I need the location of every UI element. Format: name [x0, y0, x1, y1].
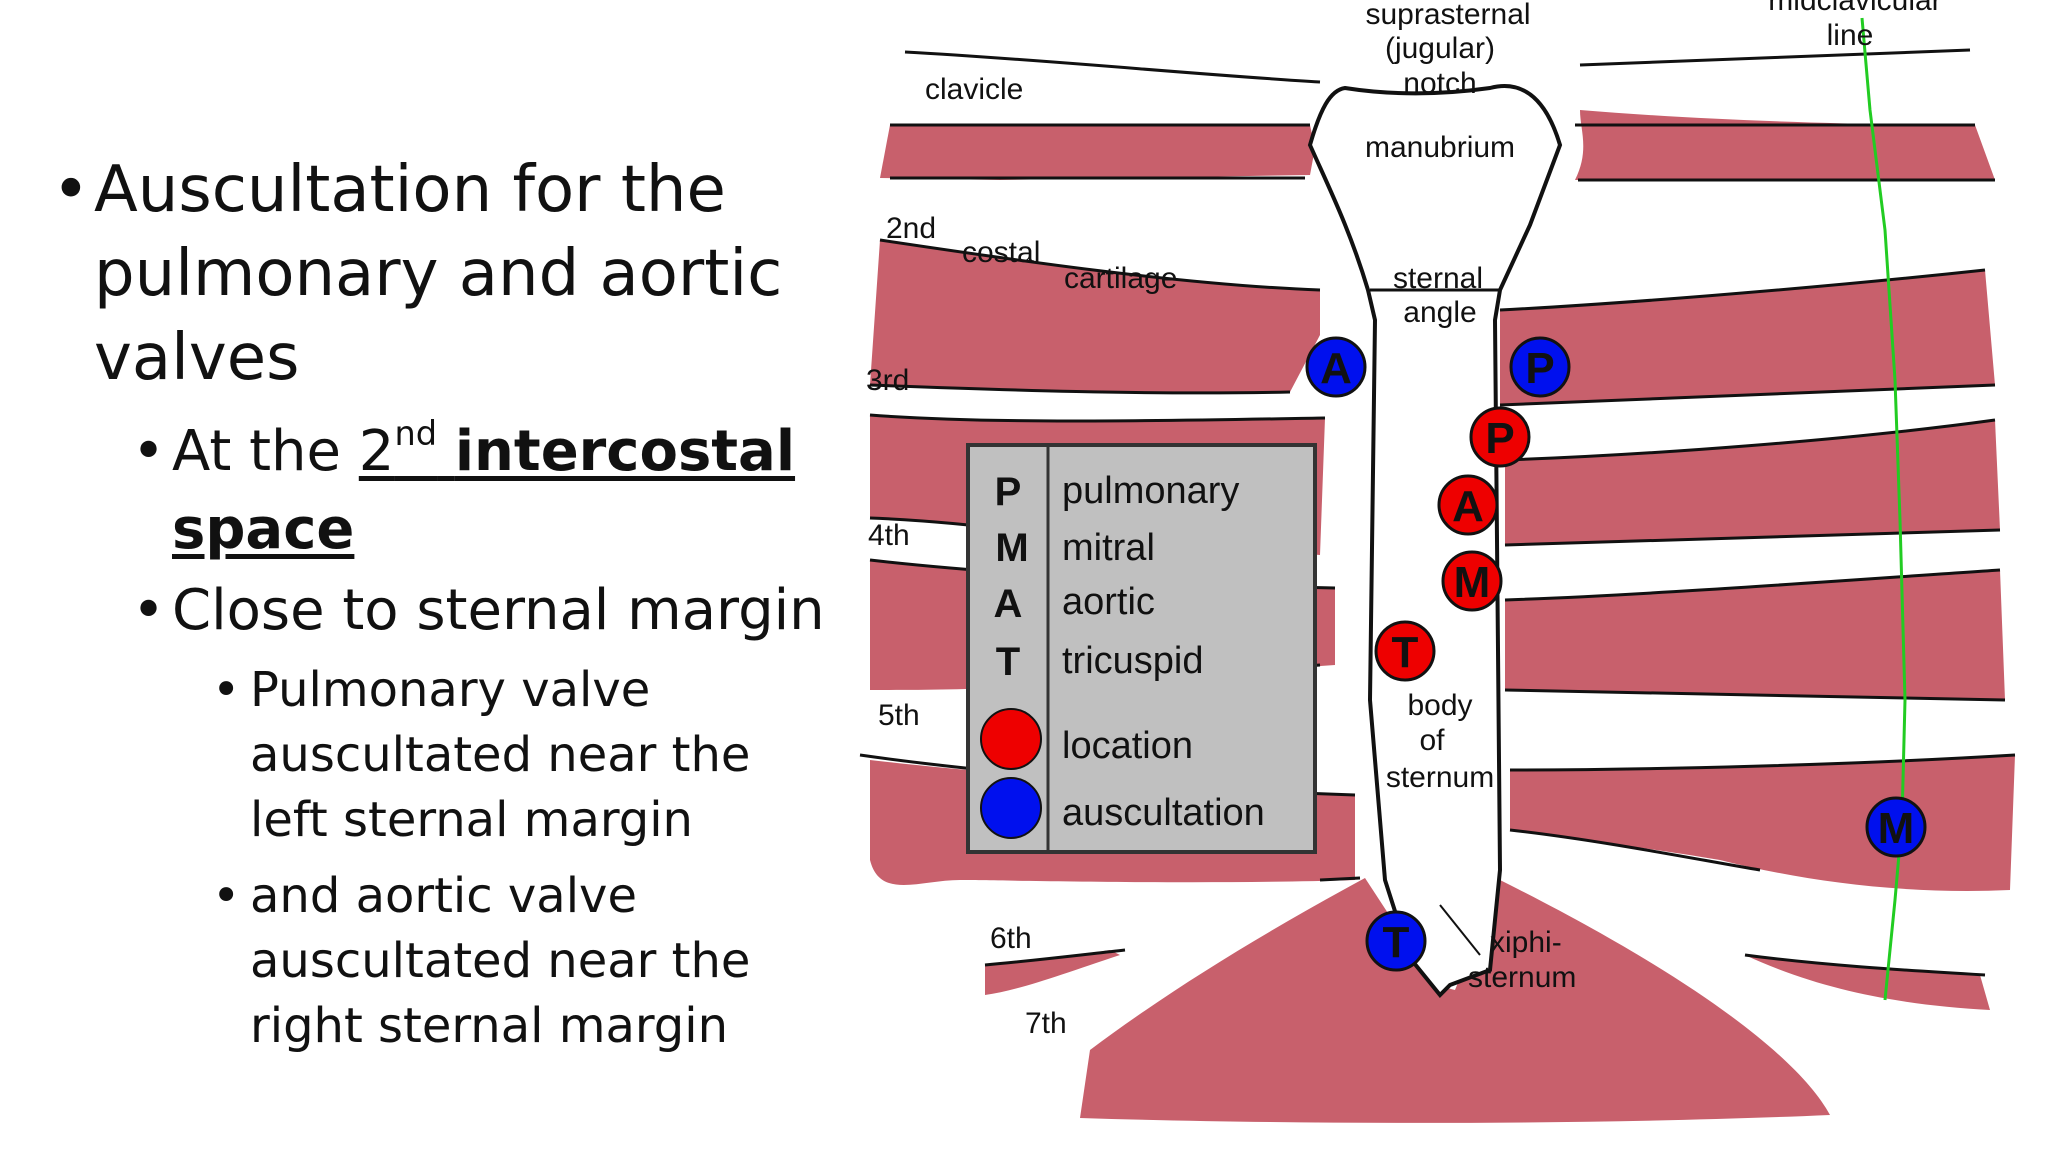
- label-rib-4: 4th: [868, 519, 910, 552]
- svg-text:A: A: [1320, 344, 1352, 393]
- main-bullet-line3: valves: [94, 321, 300, 395]
- legend-swatch-auscultation: [980, 777, 1042, 839]
- auscultation-marker-aortic: A: [1305, 336, 1367, 398]
- label-costal-3: cartilage: [1064, 262, 1177, 295]
- anatomy-labels: suprasternal (jugular) notch midclavicul…: [866, 0, 1942, 1040]
- svg-text:M: M: [1454, 558, 1491, 607]
- sub-bullet-sternal-margin: Close to sternal margin: [172, 578, 825, 643]
- location-marker-mitral: M: [1441, 550, 1503, 612]
- label-manubrium: manubrium: [1365, 131, 1515, 164]
- svg-text:P: P: [1525, 344, 1554, 393]
- right-rib-1: [1575, 110, 1995, 180]
- left-rib-2: [870, 240, 1320, 393]
- sub3-line3: left sternal margin: [250, 792, 693, 848]
- location-marker-pulmonary: P: [1469, 406, 1531, 468]
- label-body-2: of: [1419, 724, 1445, 757]
- bullet-dot: •: [212, 868, 241, 924]
- right-rib-6: [1745, 955, 1990, 1010]
- label-suprasternal-1: suprasternal: [1365, 0, 1530, 31]
- svg-text:A: A: [1452, 482, 1484, 531]
- legend-name-pulmonary: pulmonary: [1062, 470, 1239, 512]
- label-xiphi-2: sternum: [1468, 961, 1576, 994]
- location-marker-tricuspid: T: [1374, 620, 1436, 682]
- bullet-dot: •: [212, 662, 241, 718]
- right-rib-2: [1500, 270, 1995, 405]
- right-rib-3: [1505, 420, 2000, 545]
- legend-key-a: A: [994, 582, 1023, 626]
- svg-text:M: M: [1878, 804, 1915, 853]
- right-rib-4: [1505, 570, 2005, 700]
- svg-text:T: T: [1383, 918, 1410, 967]
- bullet-list: • Auscultation for the pulmonary and aor…: [0, 0, 830, 1152]
- right-rib-5: [1510, 755, 2015, 891]
- sub1-prefix: At the: [172, 419, 359, 484]
- location-markers: P A M T: [1374, 406, 1531, 682]
- legend-label-location: location: [1062, 725, 1193, 767]
- sub4-line3: right sternal margin: [250, 998, 729, 1054]
- label-rib-3: 3rd: [866, 364, 909, 397]
- auscultation-marker-mitral: M: [1865, 796, 1927, 858]
- sternum: [1307, 83, 1563, 998]
- costal-margin: [1080, 878, 1830, 1123]
- bullet-dot: •: [132, 419, 166, 484]
- auscultation-marker-pulmonary: P: [1509, 336, 1571, 398]
- bullet-dot: •: [52, 153, 90, 227]
- label-body-3: sternum: [1386, 761, 1494, 794]
- bullet-dot: •: [132, 578, 166, 643]
- chest-wall-diagram: suprasternal (jugular) notch midclavicul…: [859, 0, 2016, 1123]
- auscultation-marker-tricuspid: T: [1365, 910, 1427, 972]
- legend-key-p: P: [995, 470, 1022, 514]
- svg-text:T: T: [1392, 628, 1419, 677]
- legend-swatch-location: [980, 708, 1042, 770]
- label-body-1: body: [1407, 689, 1472, 722]
- legend-label-auscultation: auscultation: [1062, 792, 1265, 834]
- sub1-bold2: space: [172, 497, 355, 562]
- sub4-line2: auscultated near the: [250, 933, 751, 989]
- label-rib-5: 5th: [878, 699, 920, 732]
- main-bullet-line1: Auscultation for the: [94, 153, 726, 227]
- main-bullet-line2: pulmonary and aortic: [94, 237, 783, 311]
- label-suprasternal-3: notch: [1403, 67, 1476, 100]
- left-rib-1: [880, 125, 1315, 180]
- sub1-sup: nd: [394, 413, 438, 453]
- sub3-line2: auscultated near the: [250, 727, 751, 783]
- legend-name-tricuspid: tricuspid: [1062, 640, 1204, 682]
- label-costal-1: 2nd: [886, 212, 936, 245]
- sub1-ordinal: 2nd intercostal: [358, 417, 796, 484]
- svg-text:P: P: [1485, 414, 1514, 463]
- label-xiphi-1: xiphi-: [1490, 926, 1562, 959]
- sub1-num: 2: [358, 419, 395, 484]
- label-midclavicular-1: midclavicular: [1768, 0, 1941, 17]
- legend-key-t: T: [996, 640, 1020, 684]
- sub3-line1: Pulmonary valve: [250, 662, 651, 718]
- sub1-bold1: intercostal: [454, 419, 796, 484]
- label-suprasternal-2: (jugular): [1385, 32, 1495, 65]
- sub4-line1: and aortic valve: [250, 868, 637, 924]
- label-costal-2: costal: [962, 236, 1040, 269]
- left-rib-6: [985, 950, 1120, 995]
- label-clavicle: clavicle: [925, 73, 1023, 106]
- xiphi-pointer: [1439, 904, 1481, 956]
- label-sternal-angle-2: angle: [1403, 296, 1476, 329]
- right-costal-cartilages: [1500, 110, 2015, 1010]
- midclavicular-line: [1860, 17, 1907, 1001]
- legend-key-m: M: [995, 526, 1028, 570]
- label-sternal-angle-1: sternal: [1393, 262, 1483, 295]
- label-rib-6: 6th: [990, 922, 1032, 955]
- legend-name-mitral: mitral: [1062, 527, 1155, 569]
- label-midclavicular-2: line: [1827, 19, 1874, 52]
- label-rib-7: 7th: [1025, 1007, 1067, 1040]
- auscultation-markers: A P M T: [1305, 336, 1927, 972]
- location-marker-aortic: A: [1437, 474, 1499, 536]
- legend: P pulmonary M mitral A aortic T tricuspi…: [966, 443, 1317, 854]
- sub-bullet-intercostal: At the 2nd intercostal: [172, 413, 795, 491]
- legend-name-aortic: aortic: [1062, 581, 1155, 623]
